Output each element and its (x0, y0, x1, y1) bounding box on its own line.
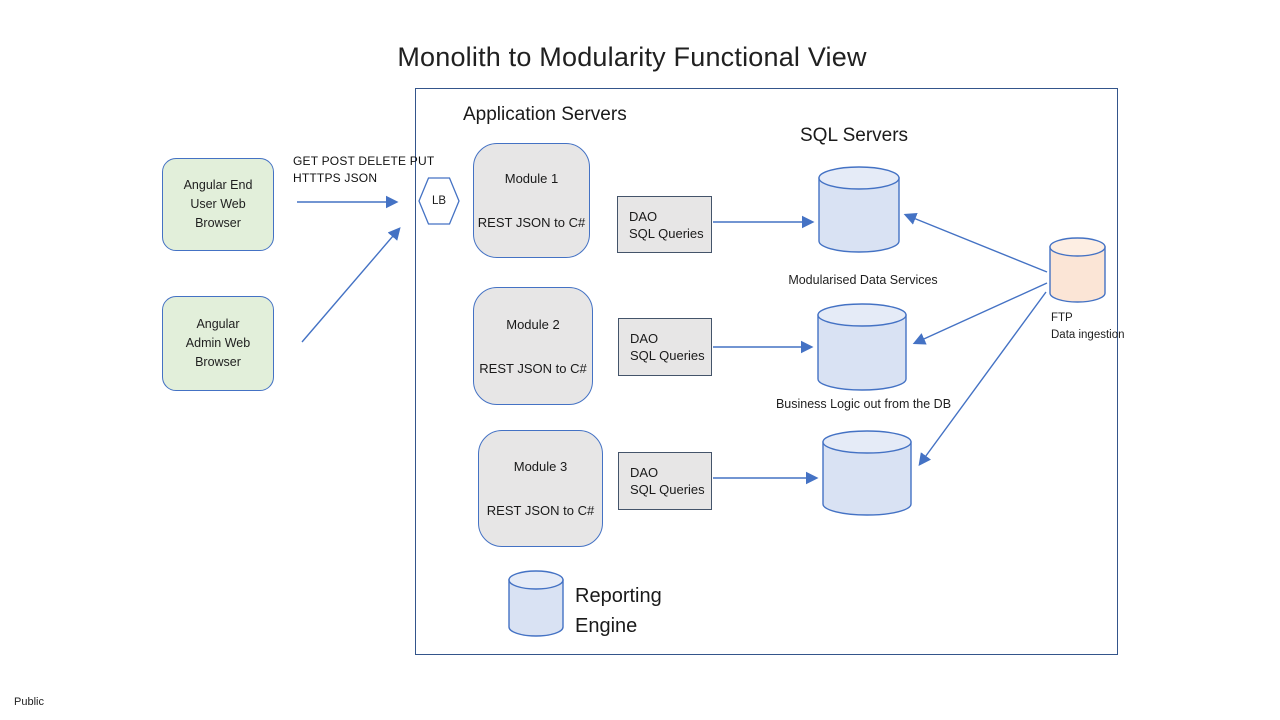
end-user-browser-label: Angular End User Web Browser (183, 178, 253, 230)
module-1-tech: REST JSON to C# (477, 215, 586, 230)
dao-2-label: DAO SQL Queries (630, 331, 705, 363)
sql-servers-heading: SQL Servers (800, 125, 909, 146)
dao-3-node: DAO SQL Queries (618, 452, 712, 510)
module-3-tech: REST JSON to C# (486, 503, 595, 518)
arrow-admin-to-lb (301, 227, 401, 343)
module-2-name: Module 2 (506, 316, 560, 332)
end-user-browser-node: Angular End User Web Browser (162, 158, 274, 251)
module-2-node: Module 2 REST JSON to C# (473, 287, 593, 405)
module-3-node: Module 3 REST JSON to C# (478, 430, 603, 547)
http-protocol-annotation: GET POST DELETE PUT HTTTPS JSON (293, 154, 435, 185)
ftp-ingestion-cylinder-icon (1049, 237, 1106, 308)
admin-browser-node: Angular Admin Web Browser (162, 296, 274, 391)
dao-1-label: DAO SQL Queries (629, 208, 704, 241)
admin-browser-label: Angular Admin Web Browser (185, 317, 251, 369)
reporting-engine-label: Reporting Engine (575, 585, 662, 637)
modularised-data-services-label: Modularised Data Services (788, 273, 938, 287)
module-1-name: Module 1 (504, 171, 559, 186)
dao-2-node: DAO SQL Queries (618, 318, 712, 376)
ftp-data-ingestion-label: FTP Data ingestion (1051, 312, 1125, 341)
load-balancer-label: LB (431, 195, 447, 207)
dao-3-label: DAO SQL Queries (630, 465, 705, 497)
module-2-tech: REST JSON to C# (479, 360, 587, 376)
sql-database-2-cylinder-icon (817, 303, 907, 396)
hexagon-icon (418, 177, 460, 225)
module-3-name: Module 3 (513, 459, 568, 474)
load-balancer-node: LB (418, 177, 460, 225)
classification-footer: Public (14, 696, 44, 708)
module-1-node: Module 1 REST JSON to C# (473, 143, 590, 258)
application-servers-heading: Application Servers (463, 104, 627, 125)
business-logic-label: Business Logic out from the DB (775, 397, 952, 411)
sql-database-3-cylinder-icon (822, 430, 912, 521)
reporting-engine-cylinder-icon (508, 570, 564, 642)
system-boundary-box (415, 88, 1118, 655)
dao-1-node: DAO SQL Queries (617, 196, 712, 253)
page-title: Monolith to Modularity Functional View (397, 42, 867, 72)
sql-database-1-cylinder-icon (818, 166, 900, 258)
